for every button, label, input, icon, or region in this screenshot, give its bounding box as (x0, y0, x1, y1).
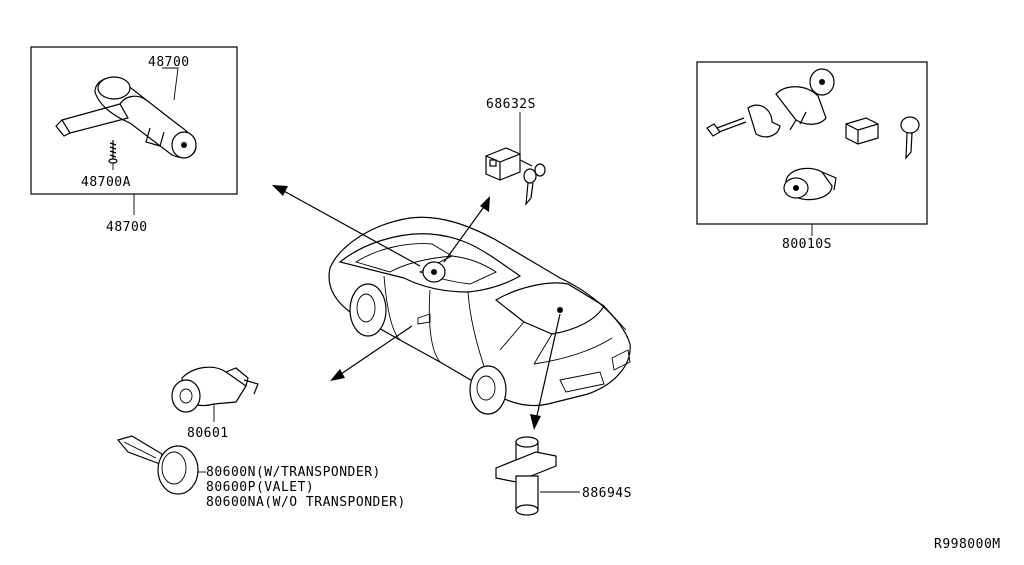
lock-key-icon (523, 163, 546, 206)
ignition-cylinder-group: 48700 48700A 48700 (30, 46, 238, 235)
label-80600na: 80600NA(W/O TRANSPONDER) (206, 495, 406, 510)
vehicle-illustration (328, 216, 631, 415)
key-blank-group: 80600N(W/TRANSPONDER) 80600P(VALET) 8060… (116, 435, 406, 510)
transponder-key-icon (116, 435, 199, 495)
label-80601: 80601 (187, 426, 229, 441)
label-48700-top: 48700 (148, 55, 190, 70)
switch-icon (845, 117, 879, 145)
leader-arrows (272, 185, 561, 430)
vehicle-body (328, 216, 631, 407)
label-80010s: 80010S (782, 237, 832, 252)
bolt-icon (706, 117, 747, 137)
vehicle-rear-window (494, 282, 605, 335)
label-48700-bottom: 48700 (106, 220, 148, 235)
screw-icon (108, 140, 118, 170)
key-icon (900, 116, 920, 160)
door-cylinder-icon (171, 366, 259, 413)
trunk-cylinder-group: 88694S (495, 436, 632, 516)
label-68632s: 68632S (486, 97, 536, 112)
door-cylinder-group: 80601 (171, 366, 259, 441)
clamp-icon (747, 104, 781, 138)
label-80600n: 80600N(W/TRANSPONDER) (206, 465, 381, 480)
diagram-id: R998000M (934, 537, 1001, 552)
rear-wheel (469, 365, 507, 415)
lock-unit-icon (485, 147, 533, 181)
vehicle-roof (338, 233, 522, 293)
label-80600p: 80600P(VALET) (206, 480, 314, 495)
front-wheel (349, 283, 387, 337)
label-48700a: 48700A (81, 175, 131, 190)
label-88694s: 88694S (582, 486, 632, 501)
key-set-group: 80010S (696, 61, 928, 252)
steering-lock-icon (775, 86, 827, 125)
door-cylinder-small-icon (783, 167, 837, 201)
lock-unit-group: 68632S (485, 97, 546, 206)
trunk-cylinder-icon (495, 436, 557, 516)
